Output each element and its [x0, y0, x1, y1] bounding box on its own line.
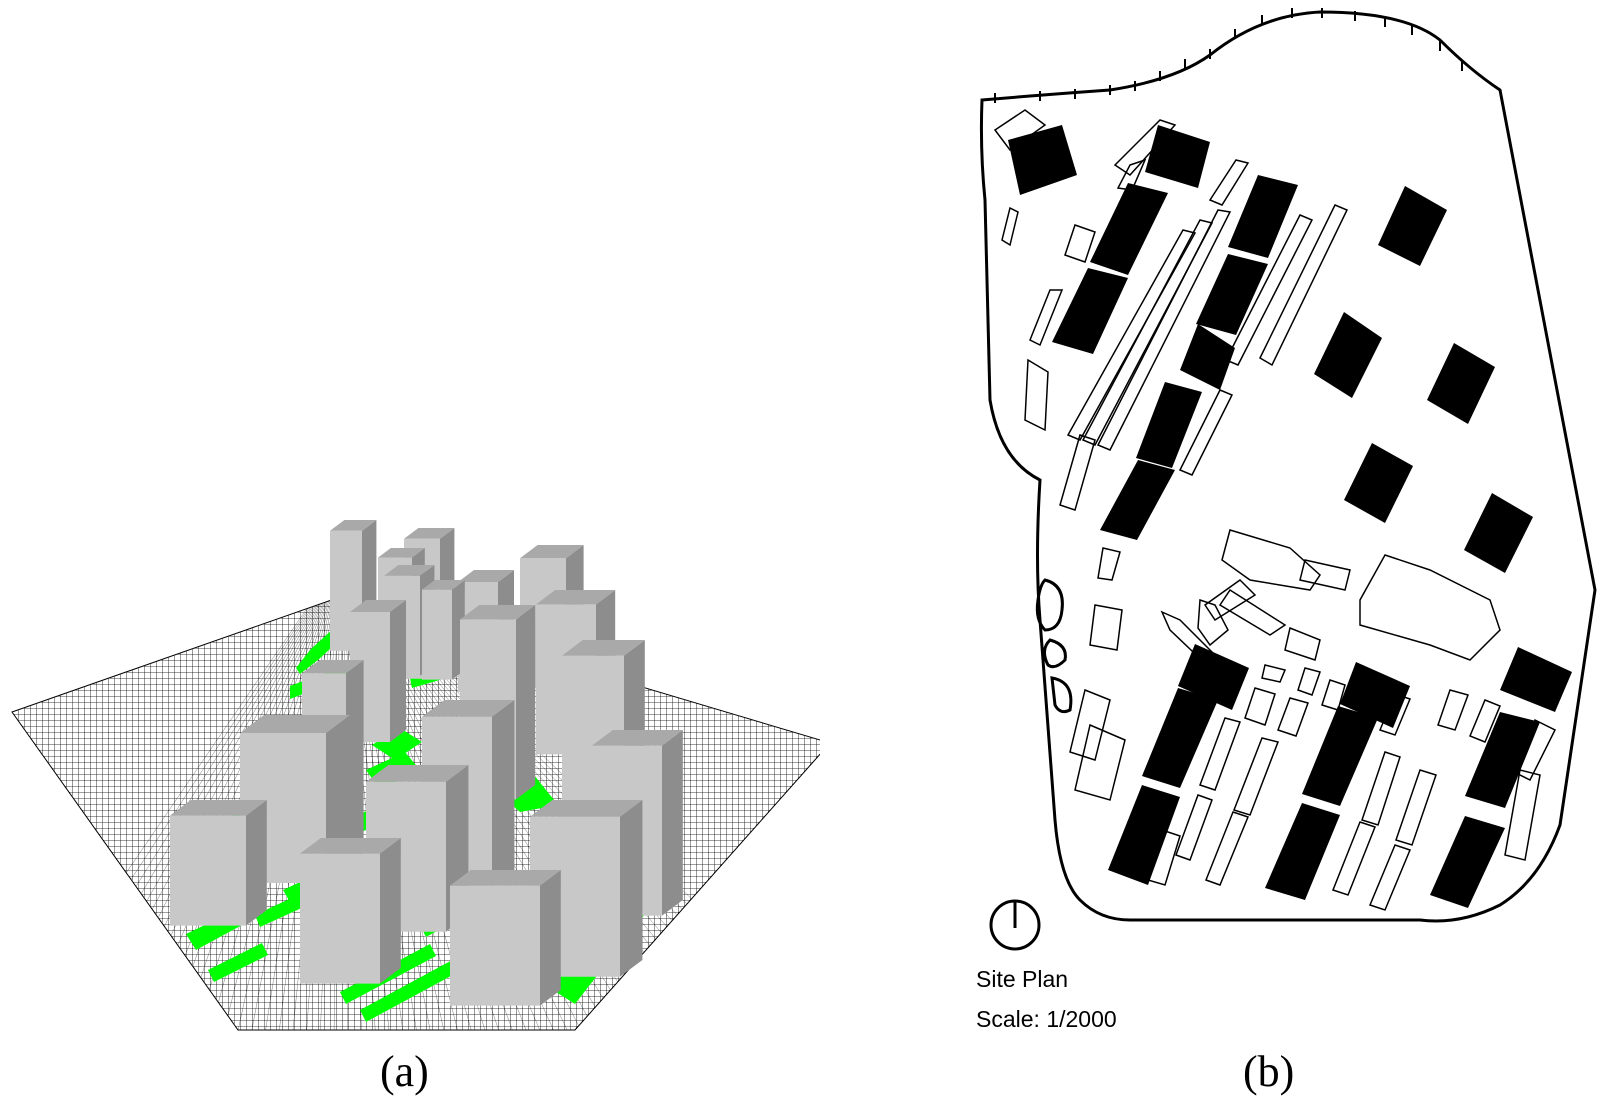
model-3d-view [11, 520, 820, 1031]
plan-islands [1035, 578, 1073, 714]
building-block [300, 838, 401, 984]
boundary-ticks [994, 8, 1463, 103]
caption-a: (a) [380, 1047, 429, 1096]
building-block [450, 870, 561, 1006]
building-block [422, 580, 465, 680]
site-plan-drawing [979, 8, 1597, 951]
caption-b: (b) [1243, 1047, 1295, 1096]
plan-outlines [993, 109, 1557, 911]
site-plan-title: Site Plan [976, 966, 1069, 992]
building-block [170, 800, 267, 926]
buildings [170, 520, 683, 1006]
site-plan-scale: Scale: 1/2000 [976, 1006, 1117, 1032]
north-arrow-icon [989, 899, 1041, 951]
building-footprints [1008, 125, 1572, 908]
